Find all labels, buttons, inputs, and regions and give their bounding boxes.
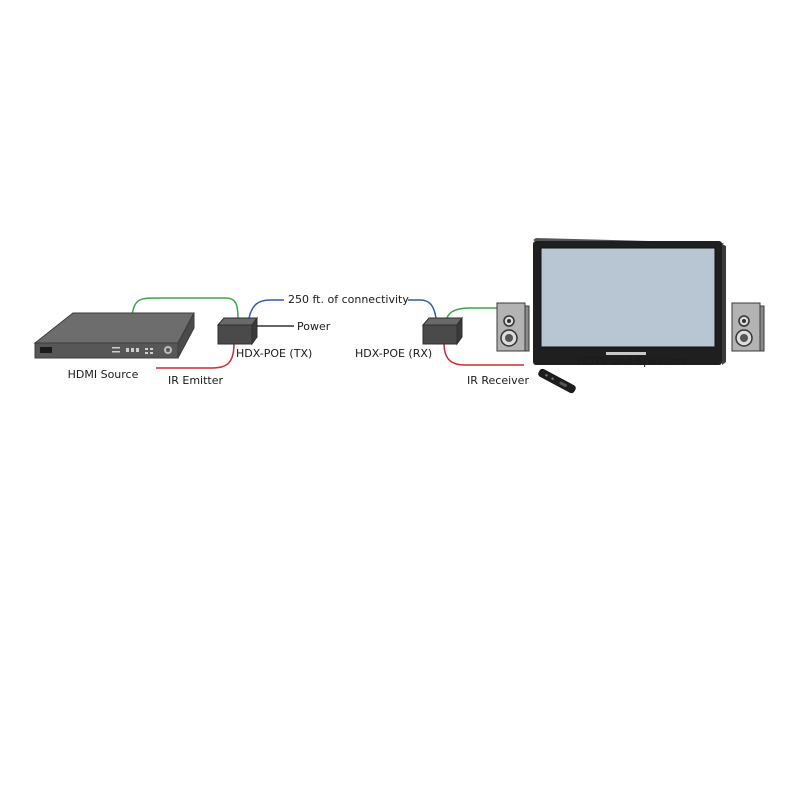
connectivity-label: 250 ft. of connectivity (288, 293, 409, 306)
rx-label: HDX-POE (RX) (355, 347, 433, 360)
television-icon (533, 238, 726, 365)
ir-emitter-cable (156, 342, 235, 369)
ir-receiver-cable (443, 342, 524, 366)
receiver-box-icon (421, 316, 463, 346)
hdtv-label: HDTV and Speakers (577, 355, 687, 368)
ir-receiver-label: IR Receiver (467, 374, 529, 387)
network-cable-rx (408, 299, 437, 319)
speaker-icon (731, 302, 765, 352)
ir-emitter-label: IR Emitter (168, 374, 224, 387)
network-cable-tx (248, 299, 284, 319)
media-player-icon (33, 312, 195, 359)
speaker-icon (496, 302, 530, 352)
hdmi-cable-source-to-tx (131, 297, 239, 319)
transmitter-box-icon (216, 316, 258, 346)
remote-control-icon (538, 368, 576, 394)
hdmi-cable-rx-to-tv (446, 307, 526, 319)
tx-label: HDX-POE (TX) (236, 347, 313, 360)
hdmi-source-label: HDMI Source (67, 368, 139, 381)
power-label: Power (297, 320, 331, 333)
